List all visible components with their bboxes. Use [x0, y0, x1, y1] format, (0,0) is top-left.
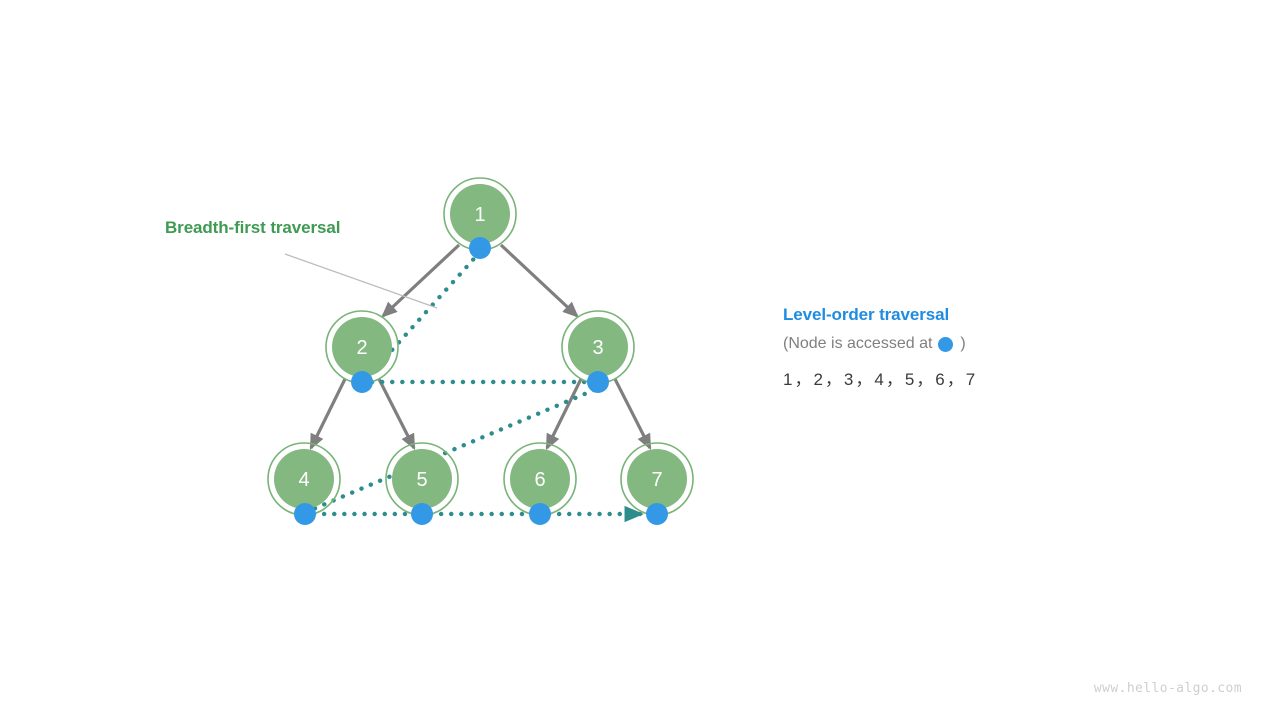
tree-nodes: 1 2 3 4 5 6 7: [267, 177, 694, 516]
breadth-first-traversal-caption: Breadth-first traversal: [165, 218, 341, 237]
watermark: www.hello-algo.com: [1093, 681, 1242, 696]
legend-note: (Node is accessed at ): [783, 335, 1123, 353]
tree-edges: [309, 243, 652, 451]
legend-note-before: (Node is accessed at: [783, 335, 933, 352]
tree-node-5-label: 5: [416, 469, 427, 491]
legend-note-after: ): [960, 335, 966, 352]
tree-node-2[interactable]: 2: [325, 310, 399, 384]
edge-1-2: [381, 243, 461, 318]
tree-node-2-label: 2: [356, 337, 367, 359]
tree-node-3-label: 3: [592, 337, 603, 359]
access-marker-2[interactable]: [351, 371, 373, 393]
access-marker-7[interactable]: [646, 503, 668, 525]
tree-node-7-label: 7: [651, 469, 662, 491]
access-marker-5[interactable]: [411, 503, 433, 525]
edge-3-7: [613, 378, 652, 451]
access-marker-1[interactable]: [469, 237, 491, 259]
tree-node-6-label: 6: [534, 469, 545, 491]
caption-leader-line: [284, 253, 438, 309]
tree-node-1-label: 1: [474, 204, 485, 226]
access-marker-4[interactable]: [294, 503, 316, 525]
access-markers: [294, 237, 668, 525]
access-marker-3[interactable]: [587, 371, 609, 393]
tree-node-4-label: 4: [298, 469, 309, 491]
legend-panel: Level-order traversal (Node is accessed …: [783, 305, 1123, 390]
edge-2-4: [309, 378, 347, 451]
access-marker-icon: [938, 336, 954, 352]
tree-node-6[interactable]: 6: [503, 442, 577, 516]
access-marker-6[interactable]: [529, 503, 551, 525]
path-3-4: [308, 387, 597, 513]
edge-2-5: [377, 378, 416, 451]
edge-3-6: [545, 378, 583, 451]
legend-title: Level-order traversal: [783, 305, 950, 324]
traversal-sequence: 1，2，3，4，5，6，7: [783, 370, 978, 389]
edge-1-3: [499, 243, 579, 318]
